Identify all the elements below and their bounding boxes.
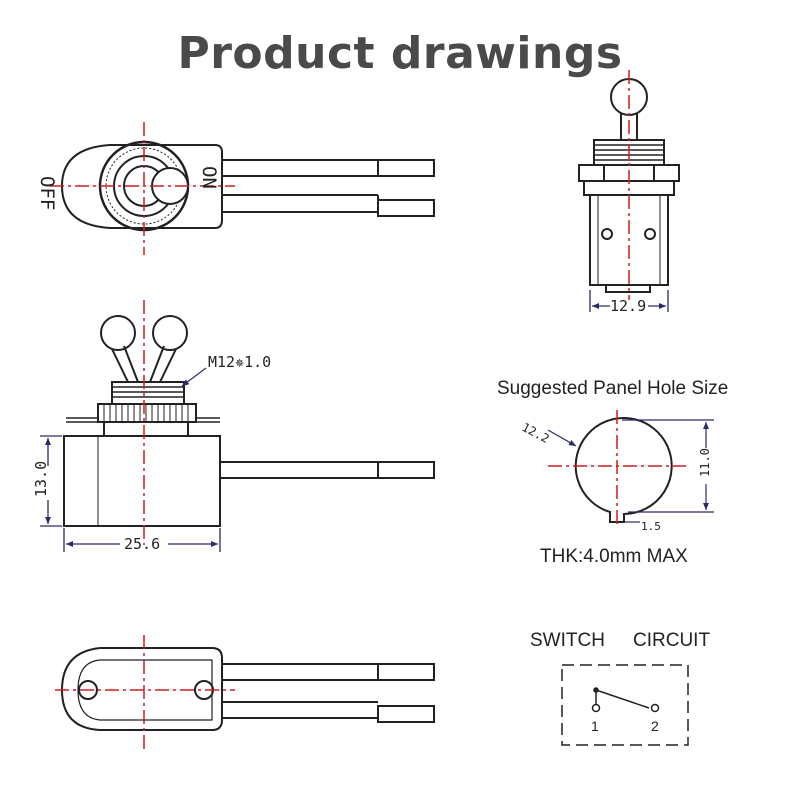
bottom-view-centerlines (55, 635, 235, 750)
key-dimension: 1.5 (641, 520, 661, 533)
panel-hole-dimensions (547, 419, 714, 523)
terminal-1-label: 1 (591, 718, 599, 734)
panel-hole-centerlines (548, 410, 686, 528)
thread-leader (181, 367, 207, 387)
circuit-heading-right: CIRCUIT (633, 630, 711, 651)
panel-hole-drawing (574, 417, 673, 523)
side-view (63, 315, 435, 527)
page-title: Product drawings (177, 28, 623, 79)
width-dimension: 25.6 (124, 535, 161, 553)
off-label: OFF (36, 176, 58, 211)
thread-label: M12✵1.0 (208, 353, 272, 371)
flat-dimension: 11.0 (698, 448, 712, 477)
side-view-dimensions (40, 435, 221, 552)
height-dimension: 13.0 (32, 460, 50, 497)
thickness-note: THK:4.0mm MAX (540, 546, 688, 567)
end-view (578, 78, 680, 293)
end-view-width-dimension: 12.9 (610, 297, 647, 315)
end-view-dimension (589, 290, 669, 312)
top-view-centerlines (50, 122, 235, 255)
terminal-2-label: 2 (651, 718, 659, 734)
circuit-heading-left: SWITCH (530, 630, 605, 651)
circuit-diagram (561, 664, 689, 746)
panel-hole-heading: Suggested Panel Hole Size (497, 378, 729, 399)
top-view (60, 140, 435, 232)
on-label: ON (198, 166, 220, 189)
bottom-view (60, 647, 435, 731)
